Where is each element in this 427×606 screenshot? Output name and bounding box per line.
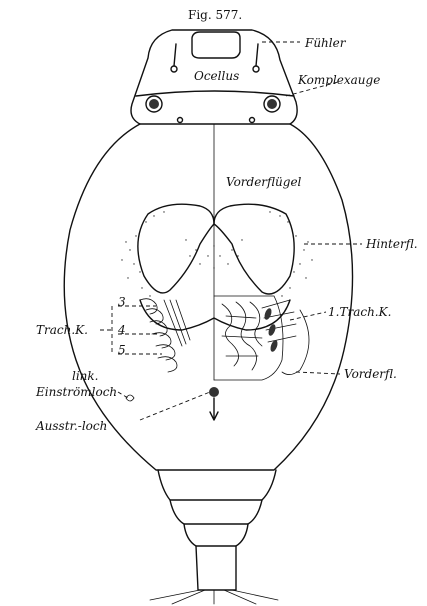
right-wing-pad [214,204,294,294]
label-num-4: 4 [118,324,126,336]
label-ausstr-loch: Ausstr.-loch [36,420,107,432]
abdomen-segment-1 [158,470,276,500]
tail-stalk [196,546,236,590]
ocellus-plate [192,32,240,58]
leader-first-trach-k [290,312,326,320]
right-antenna [256,44,258,66]
label-hinterfl: Hinterfl. [366,238,418,250]
label-num-5: 5 [118,344,126,356]
label-vorderfluegel: Vorderflügel [226,176,301,188]
figure-caption: Fig. 577. [188,8,242,22]
label-fuehler: Fühler [305,37,345,49]
abdomen-segment-2 [170,500,262,524]
leader-ausstr-loch [140,392,210,420]
label-einstroemloch: Einströmloch [36,386,117,398]
label-trach-k: Trach.K. [36,324,88,336]
label-komplexauge: Komplexauge [298,74,380,86]
label-first-trach-k: 1.Trach.K. [328,306,391,318]
left-tracheal-gills [140,299,190,372]
outflow-hole [209,387,219,397]
leader-einstroemloch [118,392,128,398]
right-tracheal-network [214,296,296,380]
left-wing-pad [138,204,214,293]
leader-vorderfl [296,372,340,374]
label-num-3: 3 [118,296,126,308]
fore-wing-right-flap [282,310,309,375]
abdomen-segment-3 [184,524,248,546]
label-vorderfl: Vorderfl. [344,368,397,380]
right-gill-tufts [263,307,279,352]
left-antenna [174,44,176,66]
label-ocellus: Ocellus [194,70,239,82]
label-link: link. [72,370,99,382]
tail-fan [150,590,278,604]
body-outline [64,124,352,470]
